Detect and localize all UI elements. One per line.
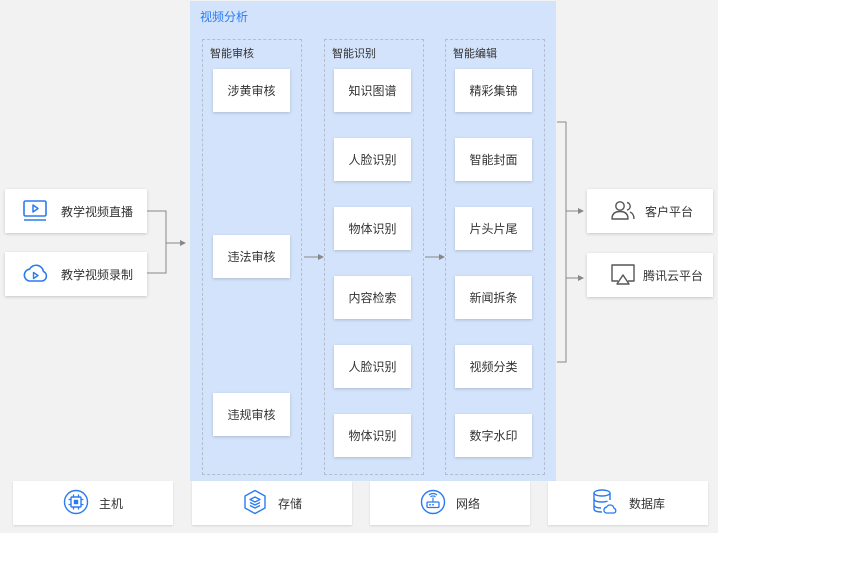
input-live-label: 教学视频直播 [61,204,134,219]
editing-group-title: 智能编辑 [453,47,497,60]
input-record-label: 教学视频录制 [61,267,134,282]
editing-group [445,39,545,475]
infra-host-label: 主机 [98,496,123,511]
input-record-card[interactable]: 教学视频录制 [5,252,147,296]
video-play-icon [21,199,49,223]
recognition-item[interactable]: 物体识别 [334,207,411,250]
output-customer-card[interactable]: 客户平台 [587,189,713,233]
users-icon [609,199,637,223]
review-item[interactable]: 违法审核 [213,235,290,278]
recognition-arrowhead [318,254,324,260]
output-customer-label: 客户平台 [645,204,694,219]
input-bracket [147,210,167,274]
layers-icon [242,489,268,518]
screen-cast-icon [609,262,637,288]
infra-storage[interactable]: 存储 [192,481,352,525]
review-group-title: 智能审核 [210,47,254,60]
review-item[interactable]: 违规审核 [213,393,290,436]
recognition-item[interactable]: 人脸识别 [334,138,411,181]
infra-database-label: 数据库 [628,496,665,511]
recognition-group-title: 智能识别 [332,47,376,60]
infra-host[interactable]: 主机 [13,481,173,525]
recognition-item[interactable]: 内容检索 [334,276,411,319]
recognition-item[interactable]: 知识图谱 [334,69,411,112]
cloud-play-icon [21,262,49,286]
editing-item[interactable]: 新闻拆条 [455,276,532,319]
router-icon [420,489,446,518]
infra-database[interactable]: 数据库 [548,481,708,525]
customer-arrowhead [578,208,584,214]
input-arrowhead [180,240,186,246]
review-group [202,39,302,475]
output-tencent-card[interactable]: 腾讯云平台 [587,253,713,297]
infra-storage-label: 存储 [277,496,302,511]
input-live-card[interactable]: 教学视频直播 [5,189,147,233]
editing-item[interactable]: 精彩集锦 [455,69,532,112]
infra-network-label: 网络 [455,496,480,511]
recognition-group [324,39,424,475]
database-cloud-icon [591,488,619,519]
recognition-item[interactable]: 人脸识别 [334,345,411,388]
editing-item[interactable]: 视频分类 [455,345,532,388]
editing-item[interactable]: 片头片尾 [455,207,532,250]
output-tencent-label: 腾讯云平台 [643,268,704,283]
chip-icon [63,489,89,518]
editing-item[interactable]: 智能封面 [455,138,532,181]
video-analysis-title: 视频分析 [200,10,249,24]
review-item[interactable]: 涉黄审核 [213,69,290,112]
output-bracket [557,121,567,363]
tencent-arrowhead [578,275,584,281]
editing-item[interactable]: 数字水印 [455,414,532,457]
editing-arrowhead [439,254,445,260]
infra-network[interactable]: 网络 [370,481,530,525]
recognition-item[interactable]: 物体识别 [334,414,411,457]
